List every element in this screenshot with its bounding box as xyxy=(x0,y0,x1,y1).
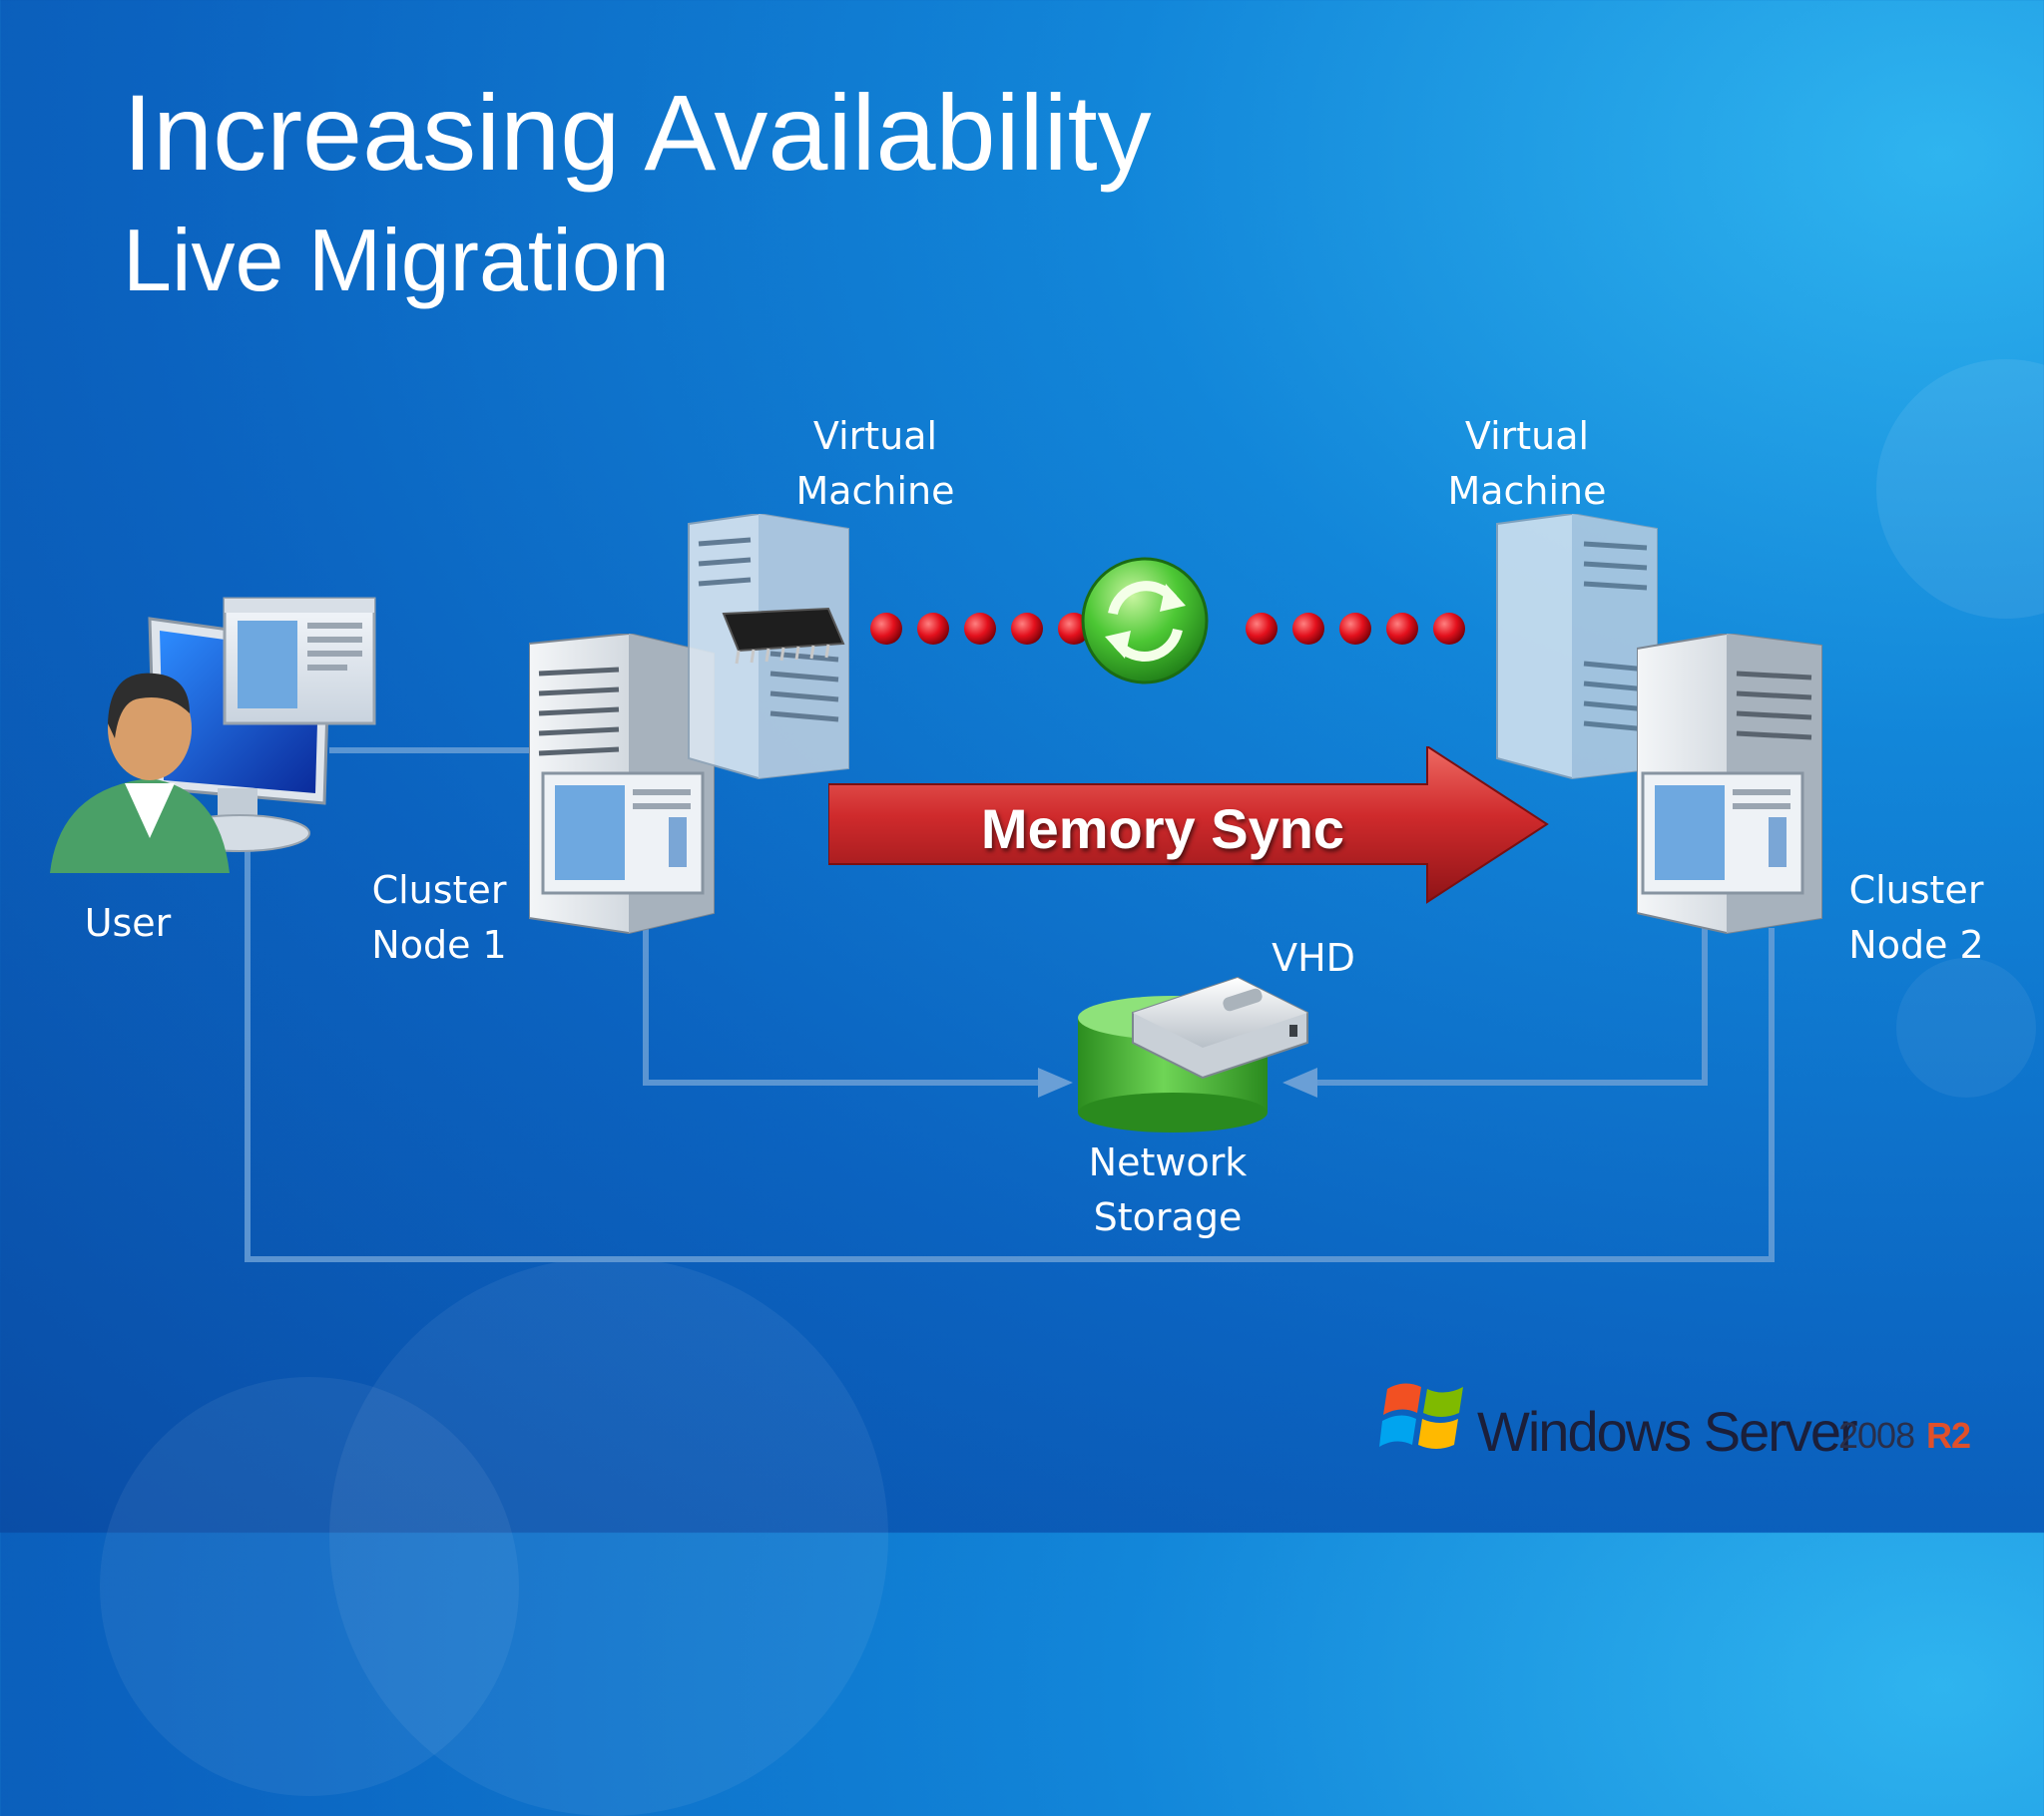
server-icon xyxy=(1496,514,1658,780)
user-label: User xyxy=(84,901,172,945)
cluster-node-1-label: Cluster Node 1 xyxy=(349,863,529,973)
memory-sync-arrow xyxy=(828,746,1549,904)
label-line: Virtual xyxy=(812,414,938,458)
virtual-machine-right-label: Virtual Machine xyxy=(1427,409,1627,519)
windows-server-logo-text: Windows Server xyxy=(1477,1400,1858,1463)
memory-sync-label: Memory Sync xyxy=(980,797,1345,860)
label-line: Network xyxy=(1088,1140,1248,1184)
memory-chip-icon xyxy=(722,607,845,665)
label-line: Cluster xyxy=(1848,868,1984,912)
slide-title: Increasing Availability xyxy=(123,72,1152,193)
connector-lines xyxy=(245,747,1775,1262)
label-line: Storage xyxy=(1093,1195,1243,1239)
label-line: Node 1 xyxy=(371,923,507,967)
windows-server-version: 2008 xyxy=(1838,1415,1915,1456)
arrowhead-right xyxy=(1282,1068,1317,1098)
virtual-machine-right xyxy=(1496,514,1658,780)
slide-subtitle: Live Migration xyxy=(123,211,670,309)
network-storage-label: Network Storage xyxy=(1068,1135,1268,1245)
virtual-machine-left-label: Virtual Machine xyxy=(775,409,975,519)
cluster-node-2-server xyxy=(1637,634,1822,935)
label-line: Cluster xyxy=(371,868,507,912)
user-to-node2-line xyxy=(245,833,1775,1262)
vhd-label: VHD xyxy=(1272,936,1355,980)
network-storage xyxy=(1078,976,1308,1133)
windows-server-edition: R2 xyxy=(1926,1415,1971,1456)
hard-drive-icon xyxy=(1132,976,1308,1080)
node1-to-storage-line xyxy=(643,928,1058,1086)
label-line: Node 2 xyxy=(1848,923,1984,967)
label-line: Virtual xyxy=(1464,414,1590,458)
arrowhead-left xyxy=(1038,1068,1073,1098)
sync-icon xyxy=(1081,557,1209,684)
background-bubble xyxy=(1896,958,2036,1098)
memory-link-dots xyxy=(870,613,1465,645)
windows-flag-icon xyxy=(1379,1383,1463,1449)
label-line: Machine xyxy=(795,469,955,513)
user-workstation xyxy=(50,597,376,873)
label-line: Machine xyxy=(1447,469,1607,513)
cluster-node-2-label: Cluster Node 2 xyxy=(1826,863,2006,973)
node2-to-storage-line xyxy=(1297,928,1708,1086)
virtual-machine-left xyxy=(688,514,849,780)
user-icon xyxy=(50,673,230,873)
